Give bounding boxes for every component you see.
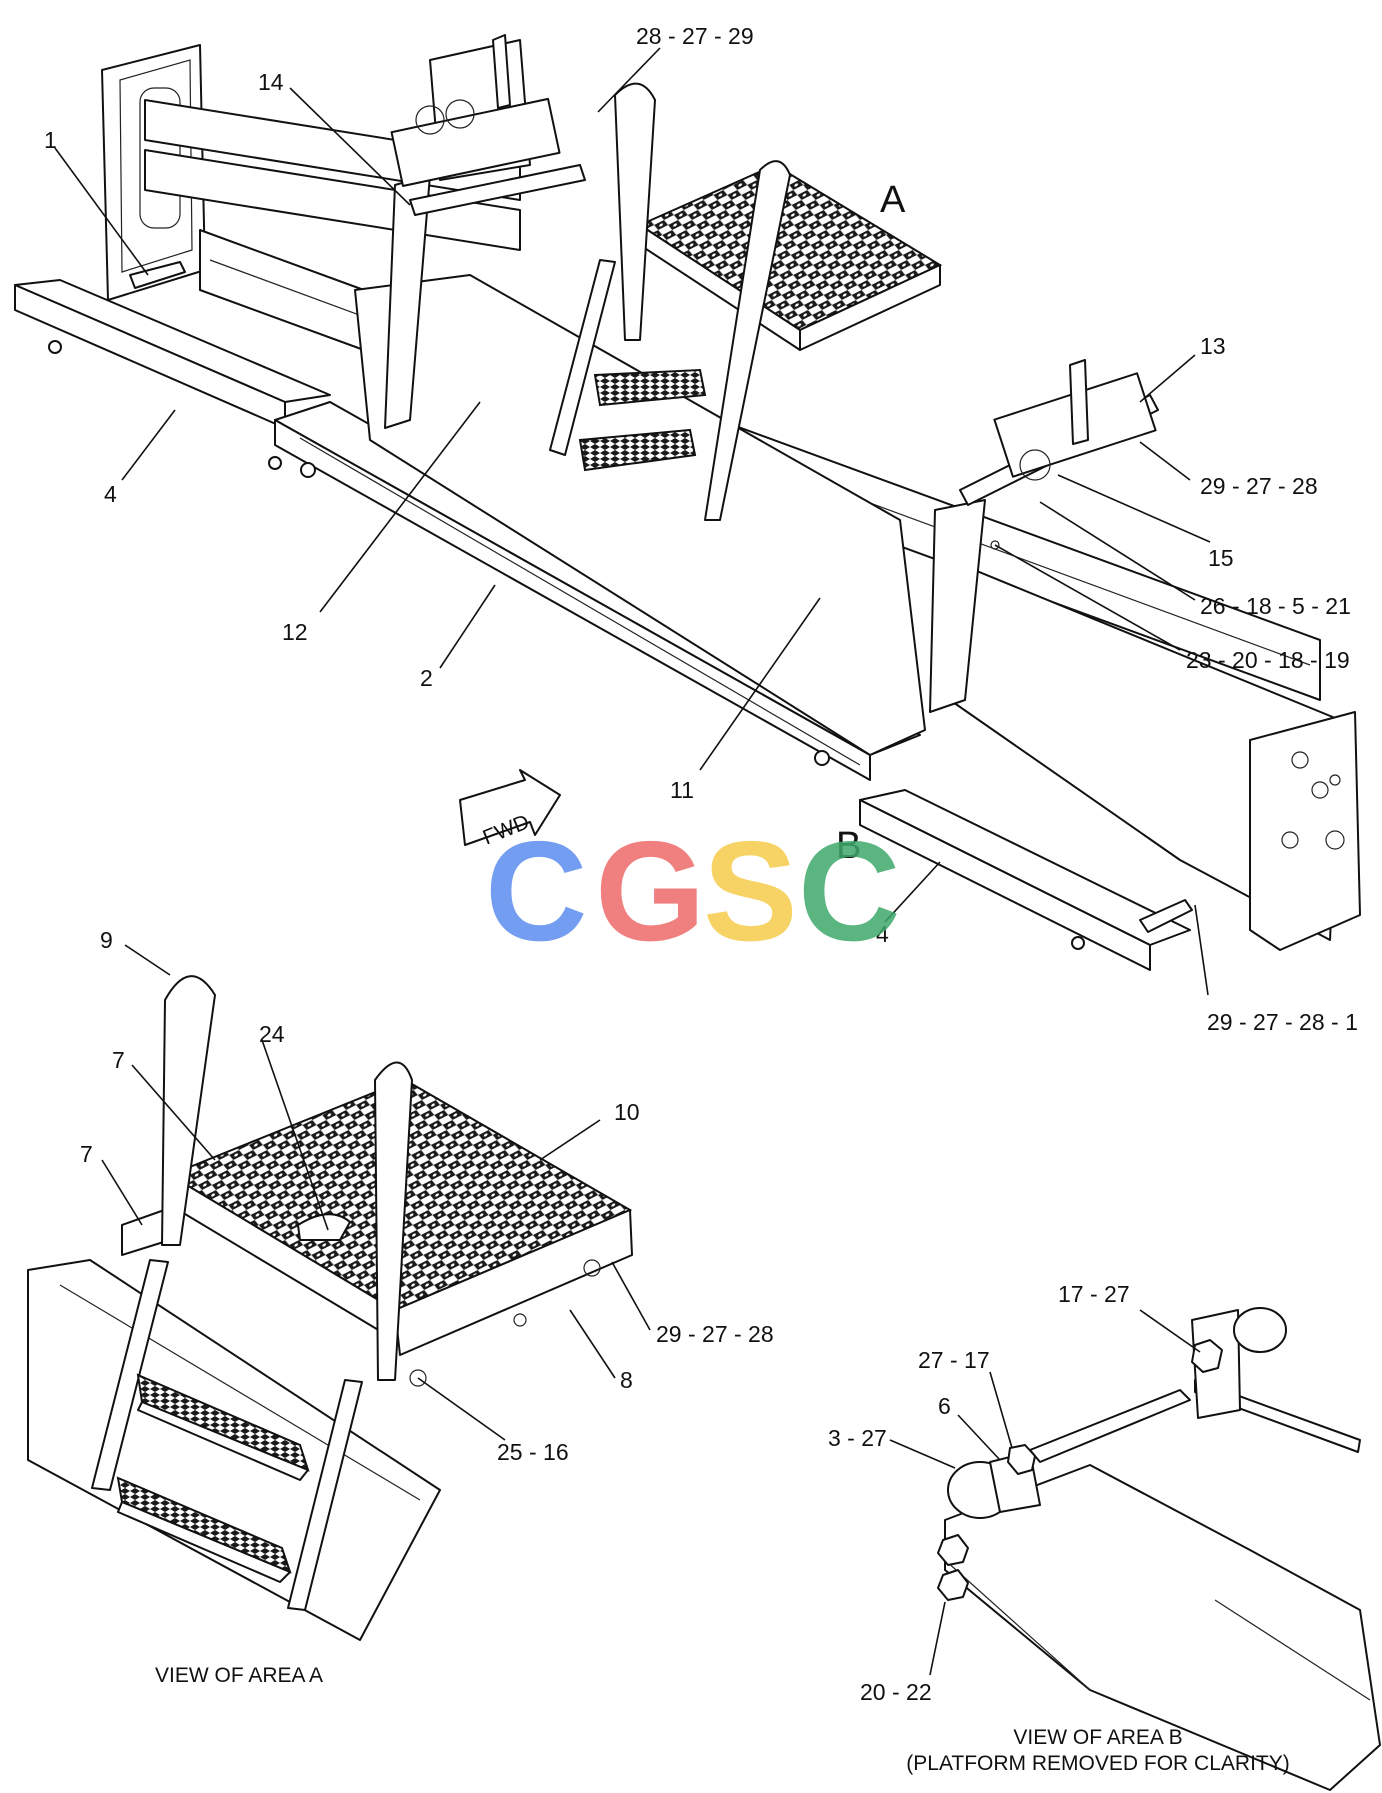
callout-10: 10 (614, 1099, 640, 1125)
leader-lines (54, 47, 1211, 1676)
callout-23-20-18-19: 23 - 20 - 18 - 19 (1186, 647, 1350, 673)
callout-8: 8 (620, 1367, 633, 1393)
callout-29-27-28-1: 29 - 27 - 28 - 1 (1207, 1009, 1358, 1035)
callout-13: 13 (1200, 333, 1226, 359)
callout-14: 14 (258, 69, 284, 95)
callout-15: 15 (1208, 545, 1234, 571)
callout-1: 1 (44, 127, 57, 153)
caption-view-area-a: VIEW OF AREA A (155, 1664, 323, 1687)
caption-view-area-b-note: (PLATFORM REMOVED FOR CLARITY) (906, 1752, 1289, 1775)
callout-7-lower: 7 (80, 1141, 93, 1167)
caption-view-area-b: VIEW OF AREA B (1013, 1726, 1182, 1749)
callout-29-27-28-top: 29 - 27 - 28 (1200, 473, 1318, 499)
callout-4-right: 4 (876, 921, 889, 947)
callout-25-16: 25 - 16 (497, 1439, 569, 1465)
callout-7-upper: 7 (112, 1047, 125, 1073)
watermark-letter-g: G (595, 812, 705, 971)
callout-6: 6 (938, 1393, 951, 1419)
callout-2: 2 (420, 665, 433, 691)
callout-3-27: 3 - 27 (828, 1425, 887, 1451)
watermark-letter-s: S (703, 812, 798, 971)
watermark-letter-c2: C (798, 812, 901, 971)
area-letter-b: B (836, 825, 861, 867)
watermark-letter-c1: C (485, 812, 588, 971)
callout-11: 11 (670, 777, 694, 803)
callout-27-17: 27 - 17 (918, 1347, 990, 1373)
main-assembly: FWD (14, 34, 1361, 971)
callout-26-18-5-21: 26 - 18 - 5 - 21 (1200, 593, 1351, 619)
callout-24: 24 (259, 1021, 285, 1047)
callout-28-27-29: 28 - 27 - 29 (636, 23, 754, 49)
area-letter-a: A (880, 179, 906, 221)
watermark-cgsc: C G S C (485, 812, 901, 971)
callout-4-left: 4 (104, 481, 117, 507)
callout-labels: 28 - 27 - 29 14 1 13 29 - 27 - 28 15 26 … (44, 23, 1358, 1705)
callout-12: 12 (282, 619, 308, 645)
callout-29-27-28-view-a: 29 - 27 - 28 (656, 1321, 774, 1347)
callout-9: 9 (100, 927, 113, 953)
callout-17-27: 17 - 27 (1058, 1281, 1130, 1307)
view-area-b (937, 1307, 1381, 1791)
callout-20-22: 20 - 22 (860, 1679, 932, 1705)
view-area-a (27, 975, 633, 1641)
